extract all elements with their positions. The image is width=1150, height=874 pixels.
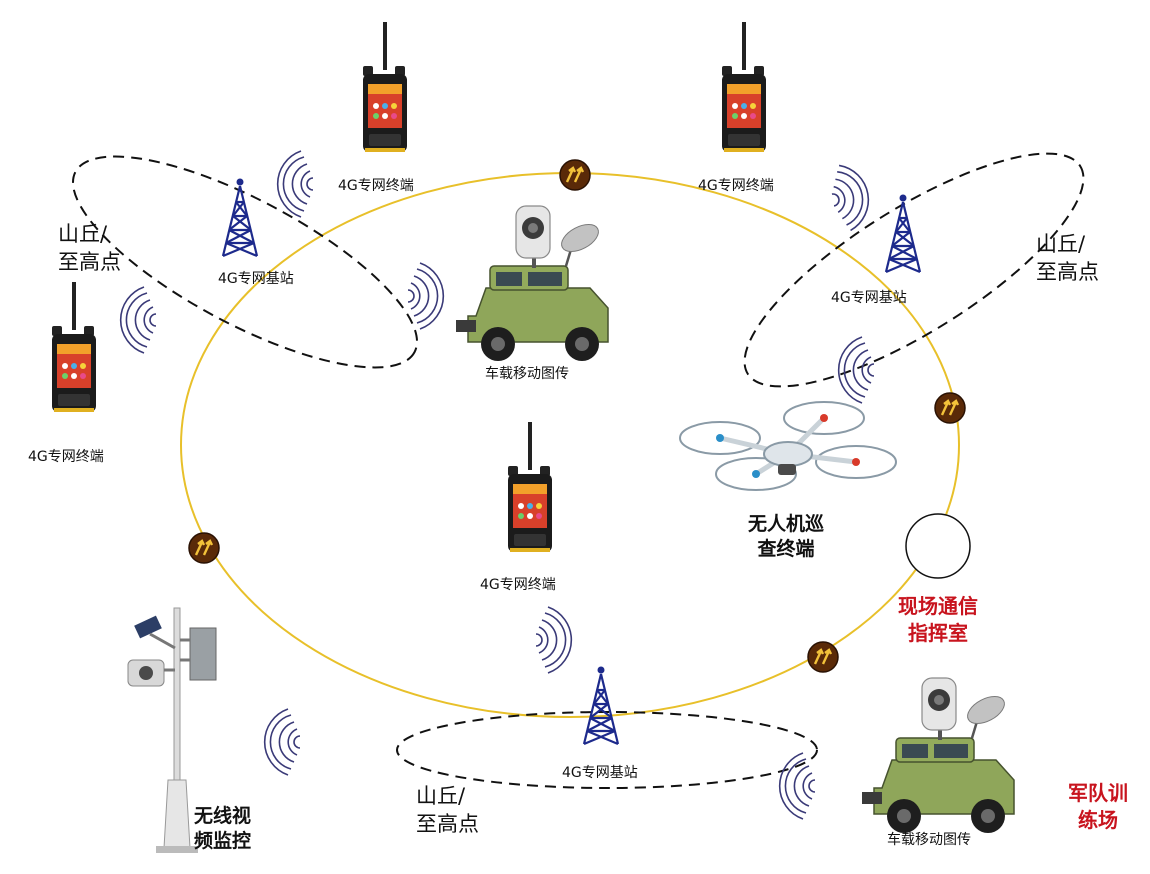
router-icon <box>558 158 592 192</box>
hill-label-line2: 至高点 <box>1036 260 1099 284</box>
signal-waves-icon <box>778 752 816 820</box>
hill-label-right: 山丘/ 至高点 <box>1036 230 1099 286</box>
video-surveillance-label-line1: 无线视 <box>194 805 252 827</box>
signal-waves-icon <box>119 286 157 354</box>
terminal-label-top-right: 4G专网终端 <box>698 178 774 194</box>
base-station-tower-icon <box>582 665 620 746</box>
terminal-label-top-left: 4G专网终端 <box>338 178 414 194</box>
surveillance-pole-icon <box>127 607 217 853</box>
hill-label-line1: 山丘/ <box>1036 232 1086 256</box>
base-station-tower-icon <box>221 177 259 258</box>
hill-label-line2: 至高点 <box>58 250 121 274</box>
drone-label: 无人机巡 查终端 <box>748 512 824 562</box>
signal-waves-icon <box>263 708 301 776</box>
command-room-label: 现场通信 指挥室 <box>898 593 978 647</box>
command-room-label-line2: 指挥室 <box>908 621 968 645</box>
terminal-label-left: 4G专网终端 <box>28 449 104 465</box>
command-vehicle-icon <box>860 676 1016 835</box>
video-surveillance-label-line2: 频监控 <box>194 830 252 852</box>
hill-label-left: 山丘/ 至高点 <box>58 220 121 276</box>
terminal-label-center: 4G专网终端 <box>480 577 556 593</box>
base-station-label-left: 4G专网基站 <box>218 271 294 287</box>
hill-label-line1: 山丘/ <box>58 222 108 246</box>
video-surveillance-label: 无线视 频监控 <box>194 804 251 854</box>
hill-label-line2: 至高点 <box>416 812 479 836</box>
hill-coverage-bottom <box>396 711 818 789</box>
drone-label-line1: 无人机巡 <box>748 513 825 535</box>
hill-coverage-right <box>743 152 1085 388</box>
command-vehicle-icon <box>454 204 610 363</box>
training-ground-label-line1: 军队训 <box>1068 781 1128 805</box>
router-icon <box>806 640 840 674</box>
handheld-radio-icon <box>363 22 407 152</box>
base-station-label-bottom: 4G专网基站 <box>562 765 638 781</box>
command-room-circle <box>905 513 971 579</box>
router-icon <box>187 531 221 565</box>
handheld-radio-icon <box>508 422 552 552</box>
vehicle-label-top: 车载移动图传 <box>485 366 569 382</box>
signal-waves-icon <box>276 150 314 218</box>
hill-label-bottom: 山丘/ 至高点 <box>416 782 479 838</box>
hill-coverage-left <box>71 155 419 369</box>
router-icon <box>933 391 967 425</box>
signal-waves-icon <box>535 606 573 674</box>
training-ground-label-line2: 练场 <box>1078 808 1118 832</box>
training-ground-label: 军队训 练场 <box>1068 780 1128 834</box>
handheld-radio-icon <box>722 22 766 152</box>
base-station-tower-icon <box>884 193 922 274</box>
command-room-label-line1: 现场通信 <box>898 594 978 618</box>
signal-waves-icon <box>837 336 875 404</box>
signal-waves-icon <box>826 160 875 234</box>
drone-label-line2: 查终端 <box>757 538 815 560</box>
base-station-label-right: 4G专网基站 <box>831 290 907 306</box>
vehicle-label-bottom: 车载移动图传 <box>887 832 971 848</box>
quadcopter-drone-icon <box>680 402 896 490</box>
handheld-radio-icon <box>52 282 96 412</box>
hill-label-line1: 山丘/ <box>416 784 466 808</box>
signal-waves-icon <box>407 262 445 330</box>
